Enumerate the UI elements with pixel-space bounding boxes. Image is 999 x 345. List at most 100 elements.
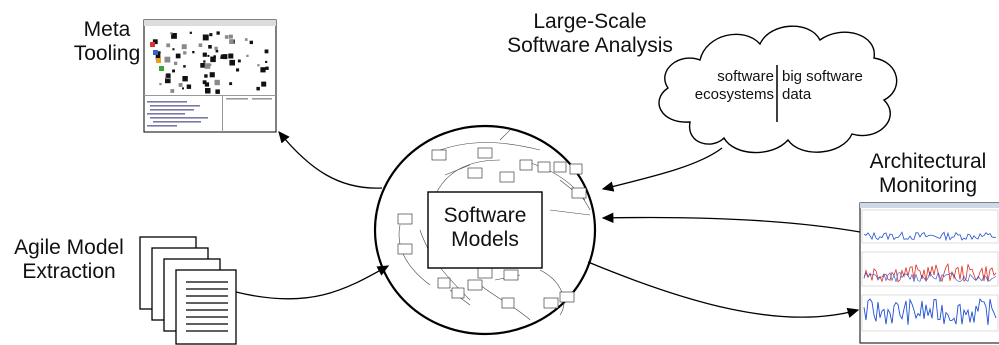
cloud-right-line-2: data	[782, 86, 812, 103]
meta-color-block	[156, 58, 161, 63]
monitoring-screenshot	[859, 202, 999, 344]
meta-block	[182, 87, 184, 90]
meta-block	[202, 80, 207, 85]
meta-block	[228, 34, 233, 39]
meta-block	[265, 66, 269, 70]
meta-color-block	[159, 66, 164, 71]
meta-block	[220, 56, 223, 59]
meta-block	[210, 56, 216, 63]
meta-block	[159, 82, 162, 86]
meta-block	[261, 81, 267, 87]
meta-block	[200, 63, 205, 68]
meta-block	[156, 52, 161, 56]
meta-block	[213, 55, 216, 58]
large-scale-label: Large-Scale Software Analysis	[490, 10, 690, 58]
architectural-line-1: Architectural	[869, 150, 987, 173]
meta-block	[204, 63, 211, 69]
document-stack	[139, 236, 237, 345]
meta-block	[244, 38, 248, 41]
meta-block	[265, 60, 268, 63]
meta-block	[224, 35, 229, 39]
software-models-label: Software Models	[428, 204, 542, 252]
meta-block	[183, 65, 186, 68]
agile-line-2: Extraction	[22, 260, 116, 283]
meta-block	[203, 60, 206, 63]
meta-block	[207, 54, 210, 57]
meta-tooling-line-2: Tooling	[73, 42, 141, 65]
meta-block	[222, 54, 228, 60]
meta-block	[174, 61, 178, 65]
cloud-left-line-2: ecosystems	[694, 86, 774, 103]
meta-block	[186, 84, 192, 89]
software-models-line-2: Models	[451, 228, 519, 251]
meta-tooling-line-1: Meta	[83, 18, 131, 41]
arrow-to-monitoring	[587, 261, 860, 318]
meta-tooling-screenshot	[143, 19, 277, 133]
architectural-monitoring-label: Architectural Monitoring	[858, 150, 998, 198]
meta-block	[155, 54, 161, 60]
meta-block	[256, 86, 260, 91]
meta-block	[208, 45, 212, 49]
arrow-from-cloud	[601, 147, 723, 192]
meta-block	[205, 88, 211, 94]
meta-block	[189, 31, 192, 34]
cloud-left-line-1: software	[717, 68, 774, 85]
meta-block	[170, 89, 175, 93]
meta-block	[202, 52, 207, 57]
meta-block	[249, 40, 253, 45]
meta-block	[229, 39, 234, 44]
meta-block	[178, 83, 183, 87]
cloud-right-line-1: big software	[782, 68, 863, 85]
meta-block	[166, 73, 171, 78]
meta-block	[170, 32, 173, 35]
cloud-left-text: software ecosystems	[680, 68, 774, 104]
meta-block	[171, 33, 177, 39]
meta-block	[216, 31, 220, 35]
meta-block	[204, 82, 210, 87]
cloud-shape	[658, 25, 898, 154]
meta-block	[202, 34, 209, 41]
meta-block	[257, 64, 260, 67]
meta-tooling-label: Meta Tooling	[64, 18, 150, 66]
meta-block	[246, 54, 249, 57]
meta-block	[165, 77, 171, 84]
meta-block	[181, 44, 187, 50]
cloud-right-text: big software data	[782, 68, 882, 104]
architectural-line-2: Monitoring	[878, 174, 978, 197]
meta-block	[166, 43, 171, 48]
meta-block	[215, 49, 219, 53]
meta-block	[260, 67, 266, 73]
software-models-line-1: Software	[443, 204, 527, 227]
meta-block	[172, 69, 175, 73]
document-lines	[186, 281, 228, 332]
agile-line-1: Agile Model	[14, 236, 124, 259]
meta-block	[204, 74, 208, 78]
arrow-from-documents	[235, 265, 390, 300]
meta-block	[182, 76, 188, 82]
meta-block	[164, 56, 171, 63]
meta-block	[172, 48, 175, 51]
center-label-box	[427, 191, 543, 269]
meta-block	[198, 43, 203, 47]
meta-block	[214, 46, 218, 51]
meta-block	[264, 49, 269, 54]
meta-color-block	[153, 50, 158, 55]
large-scale-line-1: Large-Scale	[533, 10, 647, 33]
meta-block	[229, 59, 235, 66]
meta-block	[192, 51, 195, 54]
meta-block	[175, 53, 181, 59]
large-scale-line-2: Software Analysis	[507, 34, 673, 57]
meta-block	[237, 59, 241, 63]
meta-block	[215, 89, 220, 94]
arrow-to-meta-tooling	[278, 130, 383, 189]
meta-block	[209, 72, 215, 78]
meta-block	[214, 79, 220, 86]
meta-block	[228, 53, 234, 59]
meta-block	[152, 39, 158, 45]
meta-block	[220, 54, 224, 58]
meta-block	[236, 68, 240, 72]
meta-block	[209, 33, 213, 37]
agile-model-extraction-label: Agile Model Extraction	[6, 236, 132, 284]
meta-block	[229, 82, 233, 86]
